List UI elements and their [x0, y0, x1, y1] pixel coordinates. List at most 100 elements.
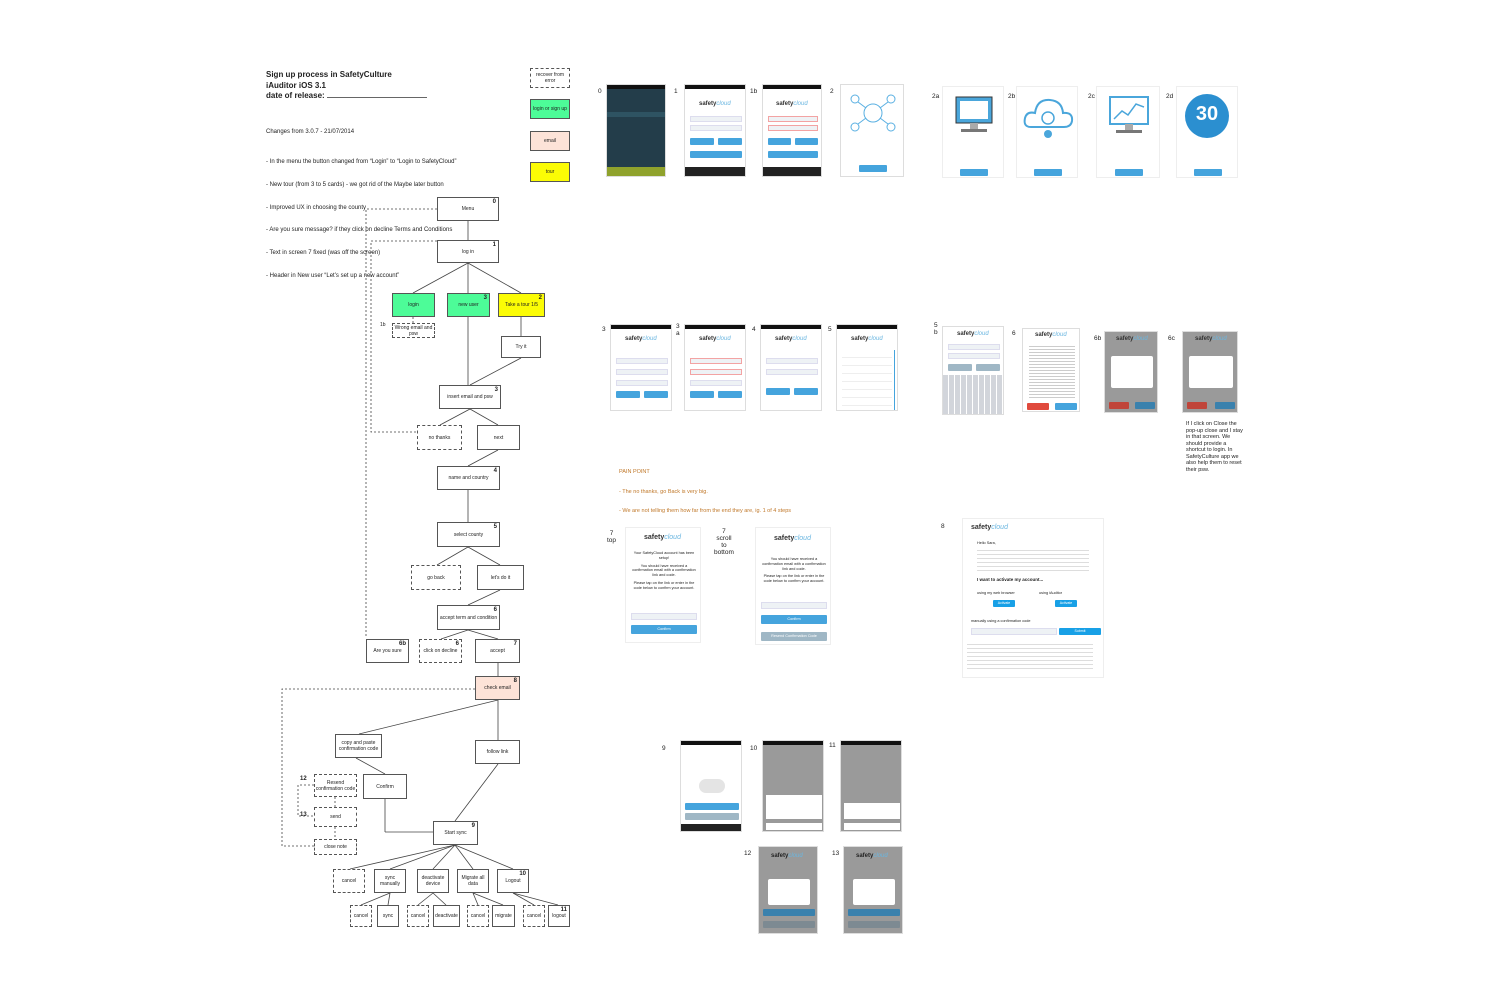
login-button[interactable] — [768, 138, 791, 145]
flow-node-label: log in — [462, 248, 474, 255]
logo-text-b: cloud — [716, 101, 731, 107]
flow-node-follow-link: follow link — [475, 740, 520, 764]
screen-label: 6 — [1012, 330, 1016, 337]
flow-tag-13: 13 — [300, 812, 307, 818]
flow-node-number: 0 — [492, 199, 496, 205]
flow-node-confirm: Confirm — [363, 774, 407, 799]
screen-label: 3 — [602, 326, 606, 333]
accept-button[interactable] — [1055, 403, 1077, 410]
resend-code-button[interactable]: Resend Confirmation Code — [761, 632, 827, 641]
logo-text-b: cloud — [1212, 336, 1227, 342]
flow-node-close-note: close note — [314, 839, 357, 855]
logo-text-b: cloud — [794, 535, 811, 542]
screen-3-new-account: safetycloud — [610, 324, 672, 411]
computer-icon — [955, 96, 993, 132]
decline-button[interactable] — [1187, 402, 1207, 409]
email-submit-button[interactable]: Submit — [1059, 628, 1101, 635]
logo: safetycloud — [1195, 336, 1227, 342]
accept-button[interactable] — [1215, 402, 1235, 409]
decline-button[interactable] — [1109, 402, 1129, 409]
logo-text-a: safety — [699, 101, 717, 107]
screen-label: 3 a — [676, 323, 680, 337]
flow-leaf-cancel: cancel — [467, 905, 489, 927]
options-button[interactable] — [685, 813, 739, 820]
try-it-button[interactable] — [1034, 169, 1062, 176]
confirm-button[interactable] — [763, 909, 815, 916]
change-item: - Text in screen 7 fixed (was off the sc… — [266, 250, 381, 257]
try-it-button[interactable] — [1115, 169, 1143, 176]
no-thanks-button[interactable] — [616, 391, 640, 398]
legend-email: email — [530, 131, 570, 151]
email-activate-heading: I want to activate my account... — [977, 577, 1044, 582]
no-thanks-button[interactable] — [690, 391, 714, 398]
new-user-button[interactable] — [795, 138, 818, 145]
resend-button[interactable] — [763, 921, 815, 928]
flow-node-lets-do-it: let's do it — [477, 565, 524, 590]
login-button[interactable] — [690, 138, 714, 145]
confirm-button[interactable] — [848, 909, 900, 916]
changes-block: Changes from 3.0.7 - 21/07/2014 - In the… — [266, 114, 456, 288]
next-button[interactable] — [644, 391, 668, 398]
legend-recover: recover from error — [530, 68, 570, 88]
flow-node-label: click on decline — [423, 648, 458, 654]
go-back-button[interactable] — [766, 388, 790, 395]
confirmation-code-input[interactable] — [631, 613, 697, 620]
email-code-input[interactable] — [971, 628, 1057, 635]
try-it-button[interactable] — [859, 165, 887, 172]
new-user-button[interactable] — [718, 138, 742, 145]
flow-node-number: 9 — [471, 823, 475, 829]
screen-2-tour — [840, 84, 904, 177]
screen-2a-tour — [942, 86, 1004, 178]
confirm-button[interactable]: Confirm — [761, 615, 827, 624]
lets-do-it-button[interactable] — [976, 364, 1000, 371]
try-it-button[interactable] — [1194, 169, 1222, 176]
screen-label: 10 — [750, 745, 758, 752]
decline-button[interactable] — [1027, 403, 1049, 410]
logo-text-a: safety — [1195, 336, 1213, 342]
accept-button[interactable] — [1135, 402, 1155, 409]
tour-button[interactable] — [690, 151, 742, 158]
logo: safetycloud — [856, 853, 888, 859]
tour-button[interactable] — [768, 151, 818, 158]
go-back-button[interactable] — [948, 364, 972, 371]
screen-5b-keyboard: safetycloud — [942, 326, 1004, 415]
flow-node-label: check email — [484, 685, 511, 691]
screen-label: 7 top — [607, 530, 617, 544]
county-list[interactable] — [842, 350, 892, 410]
activate-web-button[interactable]: Activate — [993, 600, 1015, 607]
confirm-button[interactable]: Confirm — [631, 625, 697, 634]
logo-text-b: cloud — [792, 336, 807, 342]
next-button[interactable] — [718, 391, 742, 398]
logo: safetycloud — [771, 853, 803, 859]
flow-node-label: new user — [458, 302, 479, 308]
screen-label: 12 — [744, 850, 752, 857]
change-item: - New tour (from 3 to 5 cards) - we got … — [266, 181, 444, 188]
login-bar — [607, 167, 665, 176]
lets-do-it-button[interactable] — [794, 388, 818, 395]
flow-node-label: logout — [552, 913, 566, 919]
cancel-button[interactable] — [766, 823, 822, 830]
try-it-button[interactable] — [960, 169, 988, 176]
resend-button[interactable] — [848, 921, 900, 928]
screen-label: 11 — [829, 742, 836, 749]
logo: safetycloud — [699, 101, 731, 107]
keyboard[interactable] — [943, 375, 1003, 414]
flow-node-next: next — [477, 425, 520, 450]
logo: safetycloud — [971, 524, 1008, 531]
flow-node-number: 7 — [513, 641, 517, 647]
cancel-button[interactable] — [844, 823, 900, 830]
logo-text-a: safety — [771, 853, 789, 859]
sync-button[interactable] — [685, 803, 739, 810]
release-date-label: date of release: — [266, 91, 325, 100]
activate-app-button[interactable]: Activate — [1055, 600, 1077, 607]
confirmation-code-input[interactable] — [761, 602, 827, 609]
screen-7-bottom: safetycloud You should have received a c… — [755, 527, 831, 645]
